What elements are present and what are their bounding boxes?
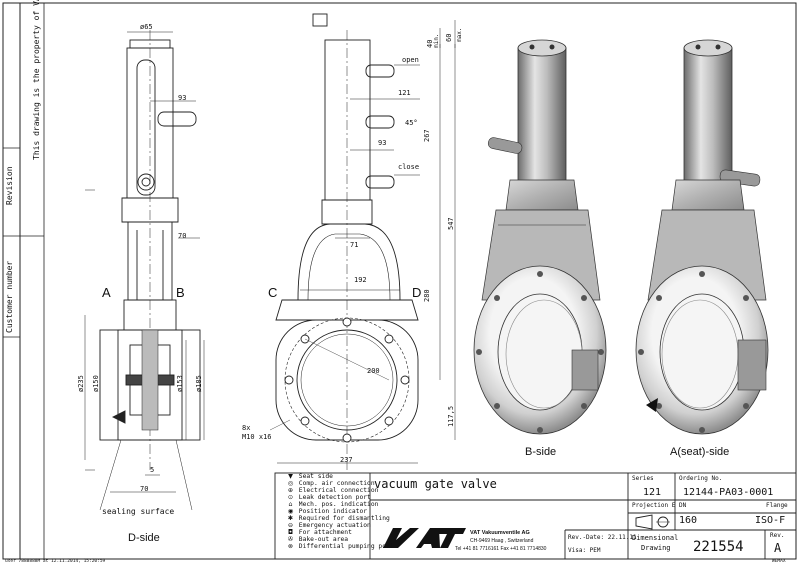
legend-item: ◘ For attachment <box>288 529 352 536</box>
visa: Visa: PEM <box>568 547 601 554</box>
dim-diameter-153: ø153 <box>176 375 184 392</box>
b-side-caption: B-side <box>525 446 557 458</box>
dim-60: 60 <box>445 33 453 42</box>
d-side-caption: D-side <box>128 532 160 544</box>
dim-min-label: min. <box>433 33 440 48</box>
projection-label: Projection E <box>632 502 676 509</box>
side-label-d: D <box>412 285 422 300</box>
legend-item: ⊖ Emergency actuation <box>287 522 371 529</box>
flange-label: Flange <box>766 502 788 509</box>
drawing-label: Drawing <box>641 544 671 552</box>
attachment-icon: ◘ <box>288 529 293 536</box>
legend-item: ✱ Required for dismantling <box>287 515 390 522</box>
dim-93-left: 93 <box>178 94 187 102</box>
dim-93-center: 93 <box>378 139 387 147</box>
side-label-c: C <box>268 285 278 300</box>
legend-item: ⊕ Electrical connection <box>287 487 379 494</box>
legend-item: ✇ Bake-out area <box>287 536 349 543</box>
ordering-label: Ordering No. <box>679 475 723 482</box>
footer-code: WEMAX <box>772 559 786 564</box>
dn-value: 160 <box>679 515 698 526</box>
electrical-icon: ⊕ <box>287 487 294 494</box>
dn-label: DN <box>679 502 687 509</box>
pumping-port-icon: ⊗ <box>287 543 294 550</box>
flange-value: ISO-F <box>755 515 786 526</box>
legend-item: ◎ Comp. air connection <box>287 480 375 487</box>
footer-user-line: user 7888888M at 12.11.2014, 15:20:59 <box>5 559 106 564</box>
front-view <box>269 13 456 470</box>
leak-port-icon: ⊙ <box>287 494 294 501</box>
ordering-value: 12144-PA03-0001 <box>683 487 774 498</box>
customer-number-label: Customer number <box>5 260 14 333</box>
legend-item: ⊗ Differential pumping port <box>287 543 394 550</box>
dim-diameter-150: ø150 <box>92 375 100 392</box>
b-side-3d-view <box>473 39 607 435</box>
emergency-icon: ⊖ <box>287 522 294 529</box>
label-close: close <box>398 163 420 171</box>
rev-value: A <box>774 541 782 555</box>
d-side-view <box>84 30 205 511</box>
dim-267: 267 <box>423 129 431 142</box>
a-side-3d-view <box>635 39 769 435</box>
a-side-caption: A(seat)-side <box>670 446 730 458</box>
legend-item: ⊙ Leak detection port <box>287 494 371 501</box>
dim-237: 237 <box>340 456 353 464</box>
company-address: CH-9469 Haag , Switzerland <box>470 538 534 544</box>
dismantling-icon: ✱ <box>287 515 294 522</box>
company-contact: Tel +41 81 7716161 Fax +41 81 7714830 <box>455 546 547 552</box>
vat-logo <box>383 528 466 548</box>
dim-bolt-size: M10 x16 <box>242 433 272 441</box>
legend-item: ▼ Seat side <box>286 473 333 480</box>
dim-71: 71 <box>350 241 359 249</box>
drawing-title: vacuum gate valve <box>374 477 497 491</box>
seat-side-icon: ▼ <box>288 473 293 480</box>
bakeout-icon: ✇ <box>287 536 294 543</box>
dim-diameter-65: ø65 <box>140 23 153 31</box>
dim-bolt-count: 8x <box>242 424 251 432</box>
air-connection-icon: ◎ <box>287 480 294 487</box>
dim-45-degree: 45° <box>405 119 418 127</box>
property-note: This drawing is the property of VAT. <box>32 0 41 160</box>
rev-date: Rev.-Date: 22.11.11 <box>568 534 637 541</box>
dim-280: 280 <box>423 289 431 302</box>
dim-diameter-185: ø185 <box>195 375 203 392</box>
dim-117-5: 117,5 <box>447 405 455 427</box>
dim-200: 200 <box>367 367 380 375</box>
series-value: 121 <box>643 487 662 498</box>
side-label-b: B <box>176 285 185 300</box>
dim-max-label: max. <box>456 27 463 42</box>
mech-indication-icon: ⌂ <box>288 501 293 508</box>
position-indicator-icon: ◉ <box>287 508 294 515</box>
dim-547: 547 <box>447 217 455 230</box>
side-label-a: A <box>102 285 111 300</box>
drawing-number: 221554 <box>693 539 744 555</box>
dim-diameter-235: ø235 <box>77 375 85 392</box>
sealing-surface-label: sealing surface <box>102 507 175 516</box>
dim-70-top: 70 <box>178 232 187 240</box>
dimensional-label: Dimensional <box>632 534 679 542</box>
label-open: open <box>402 56 419 64</box>
rev-label: Rev. <box>770 532 785 539</box>
legend-item: ◉ Position indicator <box>287 508 368 515</box>
legend-item: ⌂ Mech. pos. indication <box>286 501 379 508</box>
series-label: Series <box>632 475 654 482</box>
company-name: VAT Vakuumventile AG <box>470 530 530 536</box>
dim-192: 192 <box>354 276 367 284</box>
dim-121: 121 <box>398 89 411 97</box>
dim-5: 5 <box>150 466 155 474</box>
revision-label: Revision <box>5 166 14 205</box>
dim-70-bottom: 70 <box>140 485 149 493</box>
